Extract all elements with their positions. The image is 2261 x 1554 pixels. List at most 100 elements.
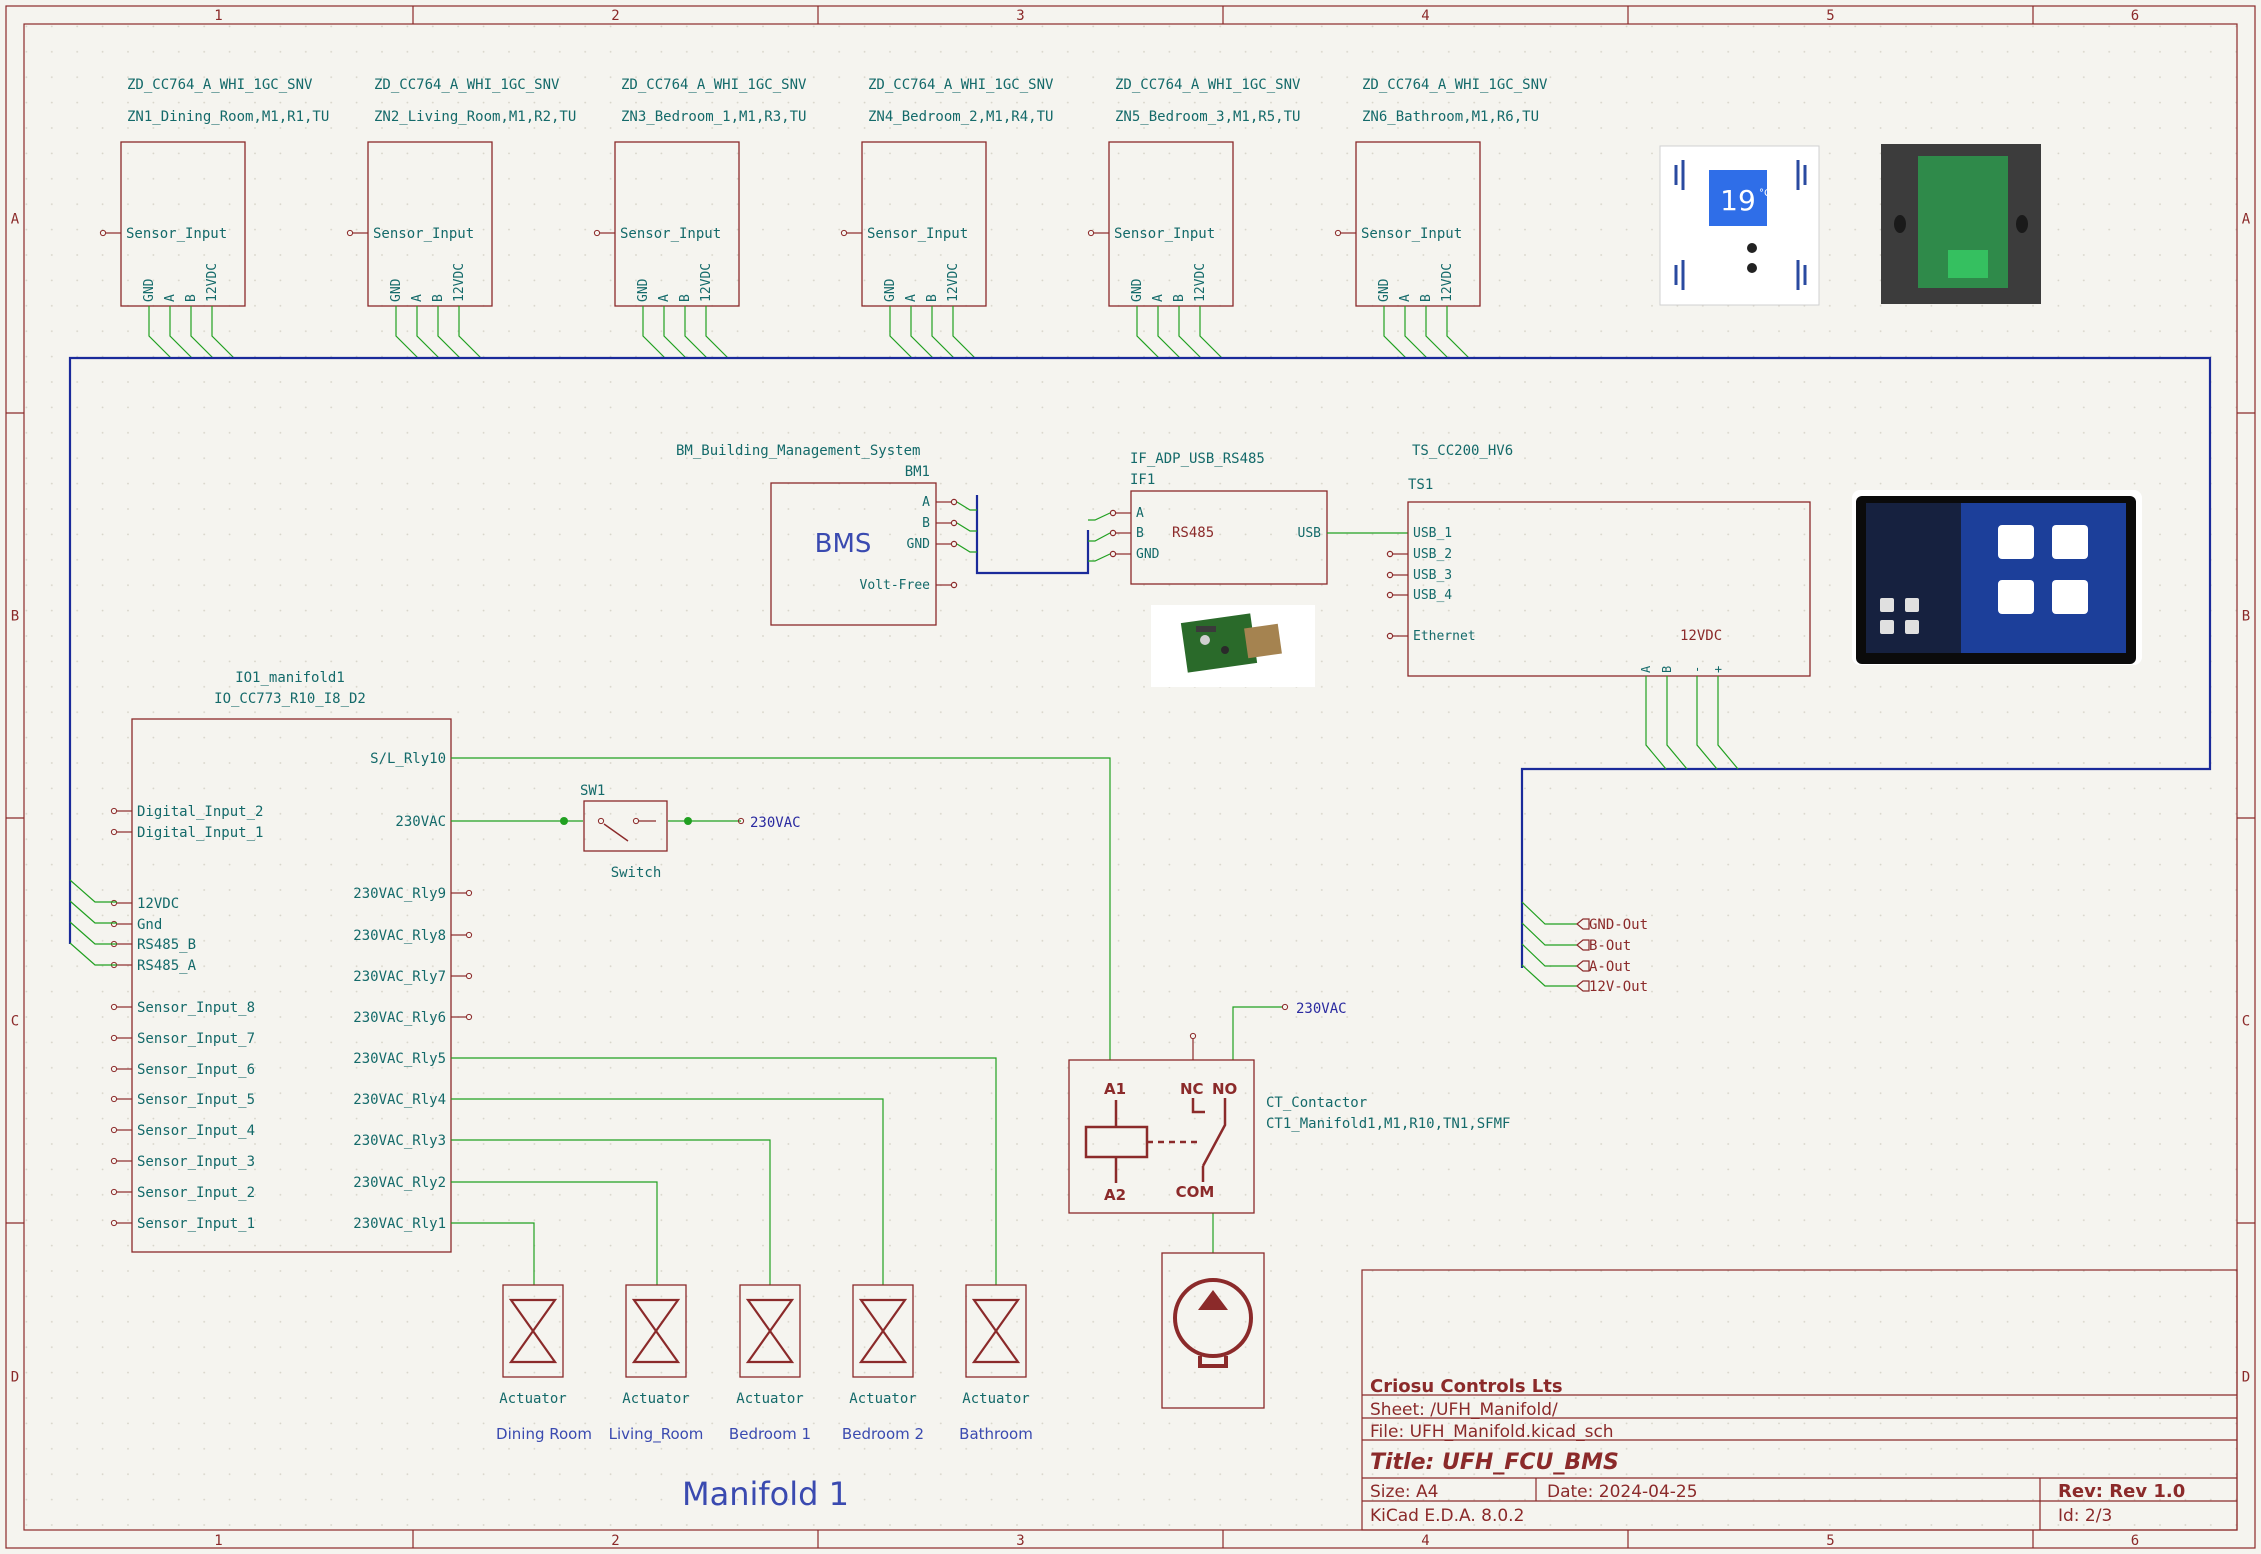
actuator-room: Bedroom 1: [729, 1425, 811, 1443]
io-right-pin: 230VAC_Rly9: [353, 886, 446, 902]
title-date: Date: 2024-04-25: [1547, 1482, 1698, 1502]
zone-name: ZN4_Bedroom_2,M1,R4,TU: [868, 109, 1053, 125]
zone-pin-label: A: [410, 294, 425, 302]
zone-pin-label: 12VDC: [205, 263, 220, 302]
row-label-left: B: [11, 609, 19, 625]
junction-dot: [560, 817, 568, 825]
zone-pin-label: A: [163, 294, 178, 302]
title-company: Criosu Controls Lts: [1370, 1376, 1563, 1397]
zone-pin-label: B: [1419, 294, 1434, 302]
column-label-bottom: 6: [2131, 1533, 2139, 1549]
ts-pin-ethernet: Ethernet: [1413, 629, 1476, 644]
io-right-pin: 230VAC: [395, 814, 446, 830]
zone-pin-label: A: [657, 294, 672, 302]
touchscreen-controller: TS_CC200_HV6 TS1 USB_1 USB_2 USB_3 USB_4…: [1386, 443, 1811, 770]
adapter-pin-a: A: [1136, 506, 1144, 521]
ts-ref: TS_CC200_HV6: [1412, 443, 1513, 459]
zone-thermostat: ZD_CC764_A_WHI_1GC_SNV ZN4_Bedroom_2,M1,R…: [840, 77, 1054, 359]
switch-sw1: SW1 Switch 230VAC: [580, 783, 801, 881]
ts-pin-plus: +: [1711, 666, 1725, 673]
column-label-bottom: 3: [1016, 1533, 1024, 1549]
hier-label: A-Out: [1589, 959, 1631, 975]
adapter-pin-b: B: [1136, 526, 1144, 541]
usb-rs485-adapter: IF_ADP_USB_RS485 IF1 A B GND RS485 USB: [1088, 451, 1408, 585]
bms-label: BMS: [815, 529, 872, 559]
column-label-top: 1: [214, 8, 222, 24]
zone-pin-label: GND: [389, 278, 404, 302]
hier-label: B-Out: [1589, 938, 1631, 954]
io-body: [131, 718, 452, 1253]
actuator-label: Actuator: [962, 1391, 1029, 1407]
zone-ref: ZD_CC764_A_WHI_1GC_SNV: [621, 77, 807, 93]
row-label-left: A: [11, 212, 20, 228]
bms-pin-b: B: [922, 516, 930, 531]
zone-pin-sensor-input: Sensor_Input: [867, 226, 968, 242]
io-right-pin: 230VAC_Rly1: [353, 1216, 446, 1232]
row-label-left: C: [11, 1014, 19, 1030]
switch-designator: SW1: [580, 783, 605, 799]
zone-pin-label: 12VDC: [1193, 263, 1208, 302]
adapter-rs485-label: RS485: [1172, 525, 1214, 541]
bms-pin-gnd: GND: [907, 537, 931, 552]
zone-thermostat: ZD_CC764_A_WHI_1GC_SNVZN3_Bedroom_1,M1,R…: [593, 77, 807, 359]
pump-icon: [1161, 1252, 1265, 1409]
ts-pin-usb1: USB_1: [1413, 526, 1452, 541]
zone-name: ZN5_Bedroom_3,M1,R5,TU: [1115, 109, 1300, 125]
column-label-top: 5: [1826, 8, 1834, 24]
actuator-room: Living_Room: [609, 1425, 704, 1444]
io-left-pin: Sensor_Input_1: [137, 1216, 255, 1232]
zone-name: ZN6_Bathroom,M1,R6,TU: [1362, 109, 1539, 125]
io-right-pin: 230VAC_Rly4: [353, 1092, 446, 1108]
io-right-pin: S/L_Rly10: [370, 751, 446, 767]
zone-name: ZN2_Living_Room,M1,R2,TU: [374, 109, 576, 125]
title-size: Size: A4: [1370, 1482, 1438, 1502]
io-right-pin: 230VAC_Rly3: [353, 1133, 446, 1149]
junction-dot: [684, 817, 692, 825]
adapter-pin-gnd: GND: [1136, 547, 1160, 562]
column-label-bottom: 4: [1421, 1533, 1429, 1549]
title-file: File: UFH_Manifold.kicad_sch: [1370, 1422, 1614, 1442]
zone-pin-label: GND: [1130, 278, 1145, 302]
zone-pin-label: 12VDC: [1440, 263, 1455, 302]
actuator-room: Dining Room: [496, 1425, 592, 1443]
touchscreen-photo: [1852, 490, 2142, 665]
actuator-room: Bathroom: [959, 1425, 1033, 1443]
zone-pin-sensor-input: Sensor_Input: [1114, 226, 1215, 242]
title-sheet: Sheet: /UFH_Manifold/: [1370, 1400, 1558, 1420]
column-label-top: 6: [2131, 8, 2139, 24]
row-label-right: B: [2242, 609, 2250, 625]
zone-pin-label: GND: [1377, 278, 1392, 302]
actuator-label: Actuator: [622, 1391, 689, 1407]
column-label-bottom: 2: [611, 1533, 619, 1549]
zone-thermostats: ZD_CC764_A_WHI_1GC_SNVZN1_Dining_Room,M1…: [99, 77, 1548, 359]
io-right-pin: 230VAC_Rly2: [353, 1175, 446, 1191]
zone-pin-label: GND: [636, 278, 651, 302]
zone-pin-label: GND: [883, 278, 898, 302]
bms-pin-a: A: [922, 495, 930, 510]
title-rev: Rev: Rev 1.0: [2058, 1481, 2185, 1502]
zone-pin-label: 12VDC: [452, 263, 467, 302]
contactor-pin-nc: NC: [1180, 1080, 1204, 1098]
io-module: IO1_manifold1 IO_CC773_R10_I8_D2 Digital…: [110, 670, 473, 1253]
row-label-right: C: [2242, 1014, 2250, 1030]
row-label-left: D: [11, 1370, 19, 1386]
title-title: Title: UFH_FCU_BMS: [1370, 1450, 1619, 1475]
thermostat-back-photo: [1881, 144, 2041, 304]
actuator-label: Actuator: [849, 1391, 916, 1407]
io-left-pin: Sensor_Input_3: [137, 1154, 255, 1170]
zone-ref: ZD_CC764_A_WHI_1GC_SNV: [868, 77, 1054, 93]
zone-pin-label: B: [678, 294, 693, 302]
io-left-pin: Sensor_Input_2: [137, 1185, 255, 1201]
zone-pin-sensor-input: Sensor_Input: [620, 226, 721, 242]
rs485-bus: [68, 356, 2212, 968]
zone-pin-label: B: [184, 294, 199, 302]
hier-label: 12V-Out: [1589, 979, 1648, 995]
actuator-label: Actuator: [736, 1391, 803, 1407]
ts-power-label: 12VDC: [1680, 628, 1722, 644]
contactor-pin-a2: A2: [1104, 1186, 1126, 1204]
thermostat-unit: °C: [1759, 188, 1771, 199]
row-label-right: A: [2242, 212, 2251, 228]
adapter-designator: IF1: [1130, 472, 1155, 488]
adapter-ref: IF_ADP_USB_RS485: [1130, 451, 1265, 467]
